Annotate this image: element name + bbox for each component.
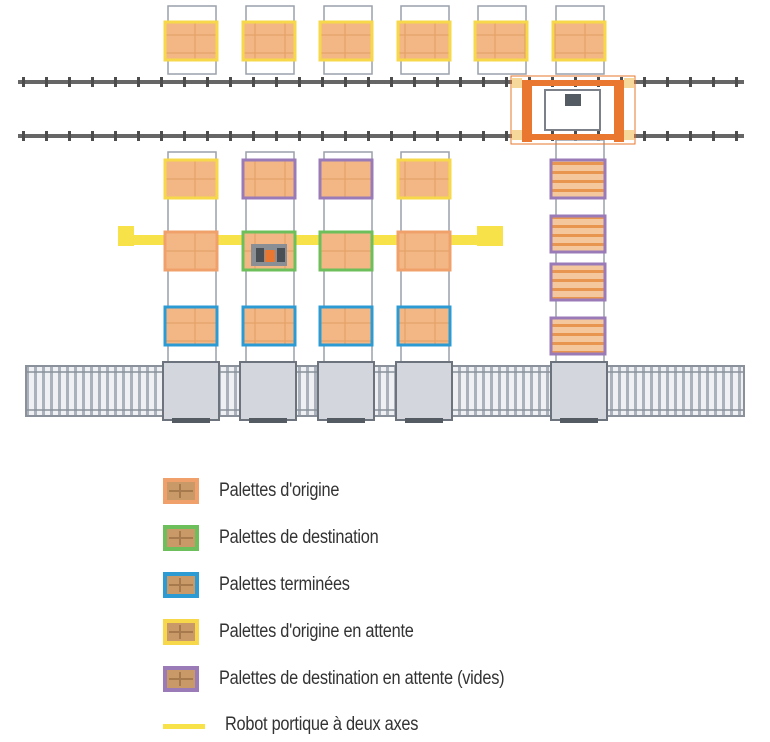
legend-label: Palettes terminées — [219, 574, 350, 595]
rail-tie — [160, 131, 163, 141]
legend-swatch-destination-waiting — [163, 666, 199, 692]
rail-tie — [91, 77, 94, 87]
rail-tie — [712, 131, 715, 141]
rail-tie — [505, 131, 508, 141]
roller-conveyor — [25, 365, 745, 417]
legend-label: Palettes de destination en attente (vide… — [219, 668, 505, 689]
rail-tie — [45, 77, 48, 87]
lower-rack-columns — [167, 139, 605, 365]
top-rack-row — [167, 5, 605, 75]
gantry-beam — [118, 226, 503, 246]
rail-tie — [22, 77, 25, 87]
rail-tie — [137, 131, 140, 141]
waiting-row-pallets — [163, 158, 452, 200]
rail-tie — [459, 77, 462, 87]
rail-tie — [68, 77, 71, 87]
top-row-pallets — [163, 20, 607, 62]
rail-tie — [206, 131, 209, 141]
rail-tie — [436, 131, 439, 141]
legend-item-origin: Palettes d'origine — [163, 474, 359, 508]
rail-tie — [114, 131, 117, 141]
rail-tie — [45, 131, 48, 141]
legend-label: Palettes de destination — [219, 527, 379, 548]
rail-tie — [344, 77, 347, 87]
rail-tie — [183, 131, 186, 141]
legend-swatch-destination — [163, 525, 199, 551]
rail-tie — [160, 77, 163, 87]
gantry-gripper — [251, 244, 287, 266]
rail-tie — [68, 131, 71, 141]
legend-item-finished: Palettes terminées — [163, 568, 371, 602]
legend-item-destination: Palettes de destination — [163, 521, 404, 555]
legend-swatch-gantry — [163, 723, 205, 729]
rail-tie — [275, 77, 278, 87]
rail-tie — [413, 131, 416, 141]
rail-tie — [321, 131, 324, 141]
legend-swatch-finished — [163, 572, 199, 598]
rail-tie — [413, 77, 416, 87]
legend-swatch-origin-waiting — [163, 619, 199, 645]
rail-tie — [666, 131, 669, 141]
legend-label: Robot portique à deux axes — [225, 714, 419, 735]
rail-tie — [298, 131, 301, 141]
rail-tie — [735, 131, 738, 141]
rail-tie — [22, 131, 25, 141]
rail-tie — [114, 77, 117, 87]
rail-tie — [229, 131, 232, 141]
rail-tie — [459, 131, 462, 141]
rail-tie — [390, 131, 393, 141]
rail-tie — [367, 131, 370, 141]
palletizing-cell-diagram — [18, 5, 745, 423]
finished-row-pallets — [163, 305, 452, 347]
legend-item-gantry: Robot portique à deux axes — [163, 708, 450, 742]
rail-tie — [252, 131, 255, 141]
legend-label: Palettes d'origine en attente — [219, 621, 414, 642]
legend-item-destination-waiting: Palettes de destination en attente (vide… — [163, 662, 551, 696]
rail-tie — [344, 131, 347, 141]
rail-tie — [482, 131, 485, 141]
conveyor-transfer-units — [162, 361, 608, 423]
rail-tie — [712, 77, 715, 87]
rail-tie — [735, 77, 738, 87]
rail-tie — [229, 77, 232, 87]
rail-tie — [643, 77, 646, 87]
rail-tie — [643, 131, 646, 141]
rail-tie — [505, 77, 508, 87]
legend-label: Palettes d'origine — [219, 480, 340, 501]
rails — [18, 80, 744, 138]
legend-item-origin-waiting: Palettes d'origine en attente — [163, 615, 445, 649]
rail-tie — [482, 77, 485, 87]
rail-tie — [390, 77, 393, 87]
rail-tie — [666, 77, 669, 87]
rail-tie — [298, 77, 301, 87]
rail-tie — [367, 77, 370, 87]
rail-tie — [321, 77, 324, 87]
rail-tie — [252, 77, 255, 87]
rail-tie — [206, 77, 209, 87]
empty-destination-stack — [549, 158, 607, 356]
rail-tie — [275, 131, 278, 141]
rail-robot-carriage — [510, 75, 636, 145]
rail-tie — [689, 131, 692, 141]
rail-tie — [91, 131, 94, 141]
rail-tie — [436, 77, 439, 87]
legend-swatch-origin — [163, 478, 199, 504]
rail-tie — [183, 77, 186, 87]
rail-tie — [137, 77, 140, 87]
rail-tie — [689, 77, 692, 87]
